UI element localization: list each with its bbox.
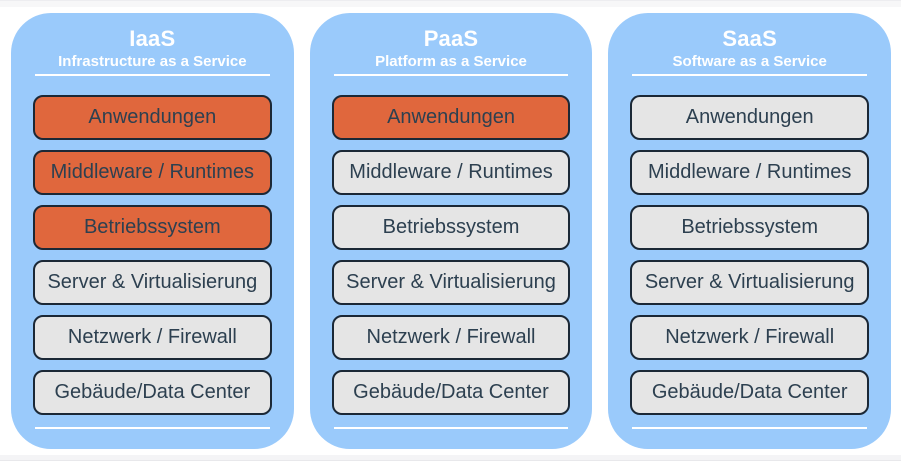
column-paas: PaaS Platform as a Service Anwendungen M… — [309, 13, 593, 449]
layer-anwendungen: Anwendungen — [33, 95, 272, 140]
footer-divider — [35, 427, 270, 429]
layer-server-virtualisierung: Server & Virtualisierung — [630, 260, 870, 305]
header-divider — [35, 74, 270, 76]
layer-server-virtualisierung: Server & Virtualisierung — [331, 260, 571, 305]
column-subtitle: Infrastructure as a Service — [58, 53, 247, 70]
layer-betriebssystem: Betriebssystem — [33, 205, 272, 250]
column-title: PaaS — [423, 26, 479, 51]
layer-gebaeude-data-center: Gebäude/Data Center — [33, 370, 272, 415]
header-divider — [333, 74, 569, 76]
layer-netzwerk-firewall: Netzwerk / Firewall — [630, 315, 870, 360]
column-subtitle: Software as a Service — [672, 53, 827, 70]
layer-stack: Anwendungen Middleware / Runtimes Betrie… — [630, 95, 870, 415]
column-iaas: IaaS Infrastructure as a Service Anwendu… — [11, 13, 294, 449]
column-title: SaaS — [722, 26, 777, 51]
layer-anwendungen: Anwendungen — [331, 95, 571, 140]
column-header: PaaS Platform as a Service — [332, 26, 571, 71]
layer-netzwerk-firewall: Netzwerk / Firewall — [331, 315, 571, 360]
layer-gebaeude-data-center: Gebäude/Data Center — [331, 370, 571, 415]
column-header: IaaS Infrastructure as a Service — [33, 26, 272, 71]
layer-betriebssystem: Betriebssystem — [331, 205, 571, 250]
layer-netzwerk-firewall: Netzwerk / Firewall — [33, 315, 272, 360]
layer-stack: Anwendungen Middleware / Runtimes Betrie… — [331, 95, 571, 415]
service-model-columns: IaaS Infrastructure as a Service Anwendu… — [11, 13, 892, 449]
column-subtitle: Platform as a Service — [375, 53, 527, 70]
column-saas: SaaS Software as a Service Anwendungen M… — [608, 13, 892, 449]
footer-divider — [632, 427, 868, 429]
layer-middleware-runtimes: Middleware / Runtimes — [33, 150, 272, 195]
header-divider — [632, 74, 868, 76]
column-header: SaaS Software as a Service — [630, 26, 869, 71]
footer-divider — [333, 427, 569, 429]
layer-stack: Anwendungen Middleware / Runtimes Betrie… — [33, 95, 272, 415]
layer-server-virtualisierung: Server & Virtualisierung — [33, 260, 272, 305]
layer-middleware-runtimes: Middleware / Runtimes — [331, 150, 571, 195]
layer-betriebssystem: Betriebssystem — [630, 205, 870, 250]
layer-middleware-runtimes: Middleware / Runtimes — [630, 150, 870, 195]
layer-gebaeude-data-center: Gebäude/Data Center — [630, 370, 870, 415]
column-title: IaaS — [129, 26, 176, 51]
layer-anwendungen: Anwendungen — [630, 95, 870, 140]
